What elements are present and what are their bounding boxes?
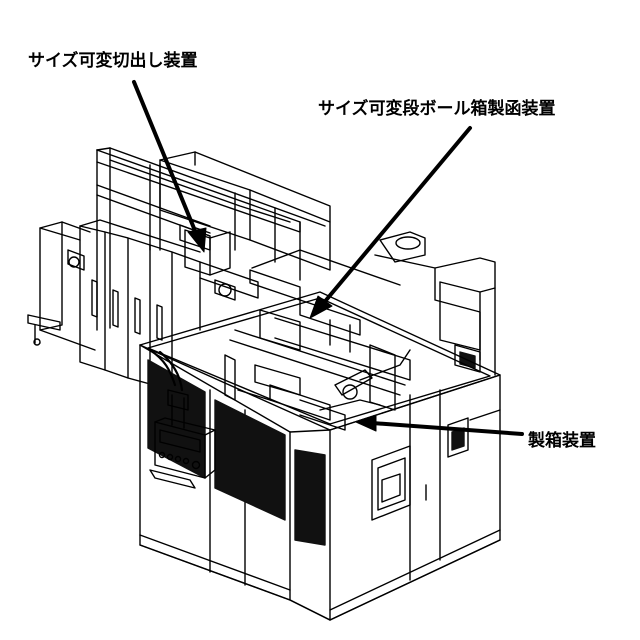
arrow-former [322,128,470,305]
arrowhead-box-maker [356,415,376,431]
leader-arrows [134,82,522,434]
cutter-head [185,230,400,300]
